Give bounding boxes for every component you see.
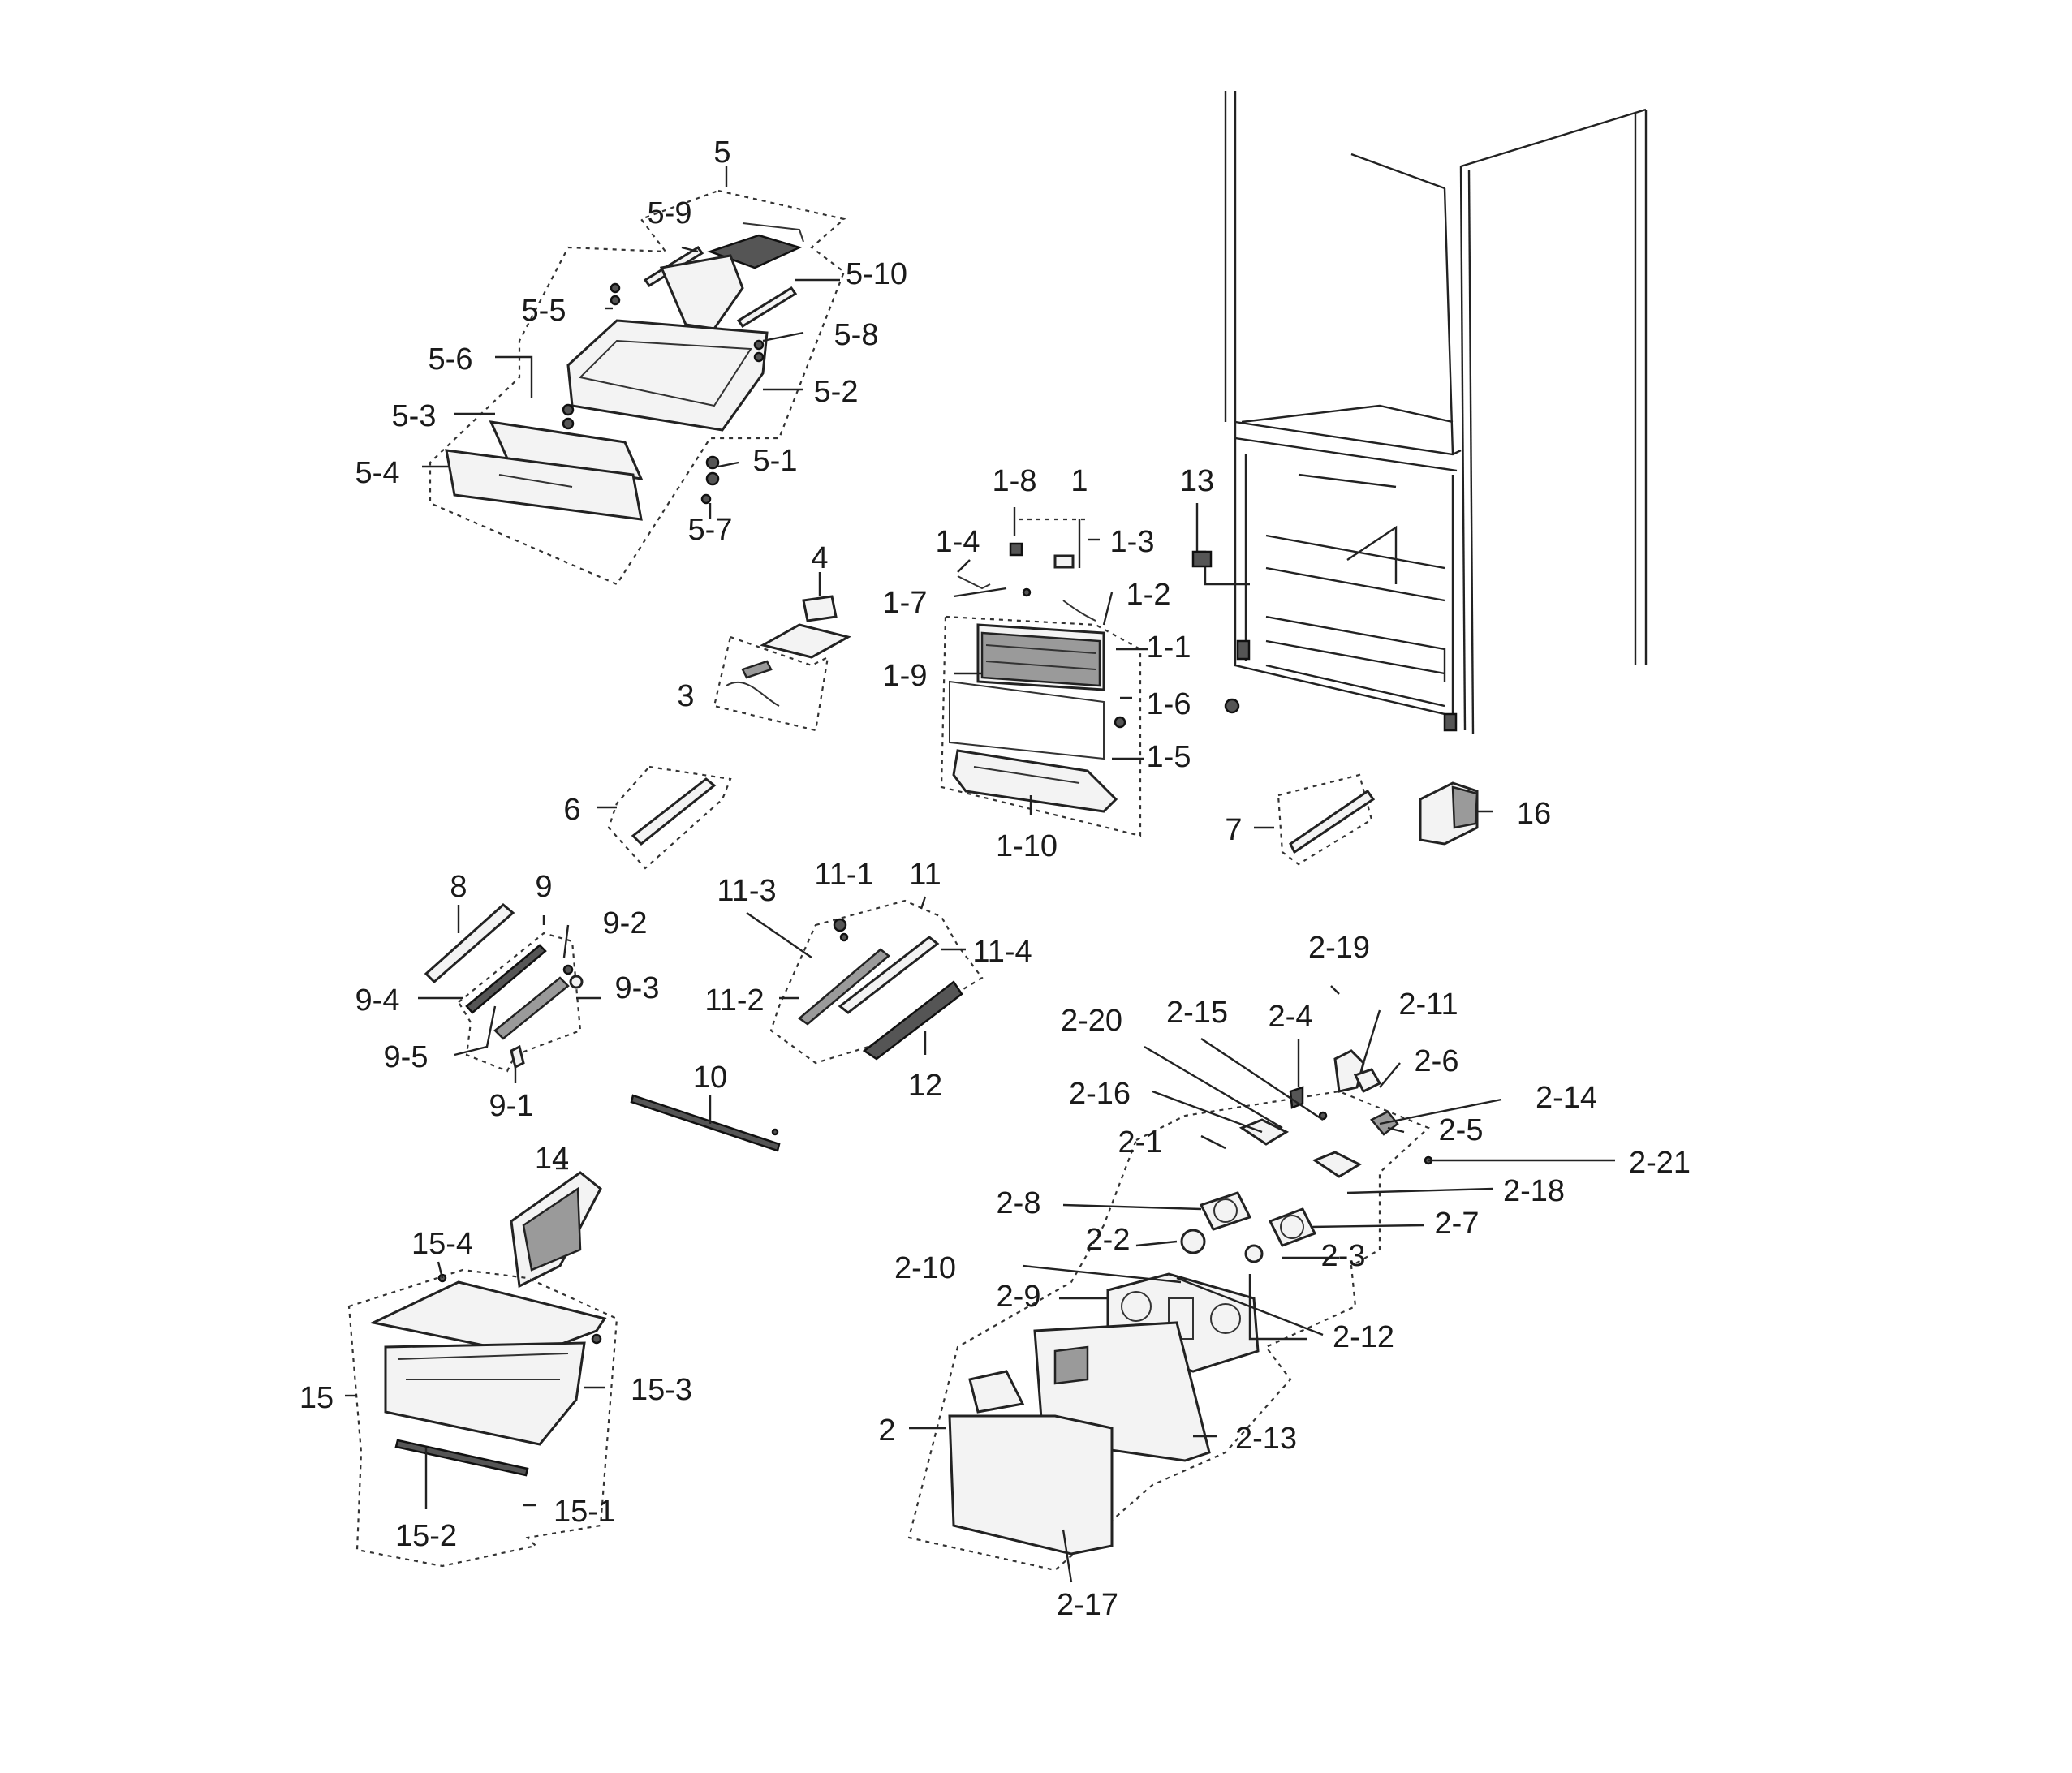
part-label-2-3: 2-3 <box>1321 1239 1366 1273</box>
part-label-5: 5 <box>713 136 730 170</box>
part-label-1-8: 1-8 <box>993 464 1037 498</box>
group-5-drawer-assembly <box>429 166 846 586</box>
part-label-13: 13 <box>1180 464 1214 498</box>
part-label-2-13: 2-13 <box>1235 1422 1297 1456</box>
part-label-1-2: 1-2 <box>1126 578 1171 612</box>
part-label-2-4: 2-4 <box>1269 1000 1313 1034</box>
part-label-2-18: 2-18 <box>1503 1174 1565 1208</box>
part-label-5-8: 5-8 <box>834 318 879 352</box>
part-label-12: 12 <box>908 1069 942 1103</box>
part-label-2-17: 2-17 <box>1057 1588 1118 1622</box>
part-label-9: 9 <box>535 870 552 904</box>
part-label-5-4: 5-4 <box>355 456 400 490</box>
part-label-4: 4 <box>811 541 828 575</box>
part-10 <box>630 1094 781 1152</box>
part-label-11-4: 11-4 <box>972 935 1032 969</box>
part-label-9-5: 9-5 <box>384 1040 429 1074</box>
part-label-2-11: 2-11 <box>1398 988 1458 1022</box>
part-label-1-1: 1-1 <box>1147 630 1191 665</box>
part-label-5-1: 5-1 <box>753 444 798 478</box>
group-1-evaporator <box>940 518 1142 837</box>
part-label-2-15: 2-15 <box>1166 996 1228 1030</box>
part-label-2-12: 2-12 <box>1333 1320 1394 1354</box>
part-label-15: 15 <box>299 1381 334 1415</box>
part-label-9-4: 9-4 <box>355 983 400 1018</box>
part-label-15-1: 15-1 <box>554 1495 615 1529</box>
group-4-3-parts <box>713 572 852 732</box>
part-label-10: 10 <box>693 1061 727 1095</box>
part-label-3: 3 <box>677 679 694 713</box>
group-11-12 <box>746 896 984 1065</box>
part-label-5-3: 5-3 <box>392 399 437 433</box>
part-label-2-6: 2-6 <box>1415 1044 1459 1078</box>
part-label-11-3: 11-3 <box>717 874 776 908</box>
part-label-9-2: 9-2 <box>603 906 648 940</box>
part-label-1-9: 1-9 <box>883 659 928 693</box>
part-label-5-9: 5-9 <box>648 196 692 230</box>
part-6 <box>597 765 732 870</box>
part-label-7: 7 <box>1225 813 1242 847</box>
part-label-15-2: 15-2 <box>395 1519 457 1553</box>
part-7-16 <box>1254 773 1493 866</box>
part-label-2-1: 2-1 <box>1118 1125 1163 1160</box>
part-label-5-2: 5-2 <box>814 375 859 409</box>
group-1-leaders <box>953 507 1148 815</box>
part-label-2-21: 2-21 <box>1629 1146 1691 1180</box>
part-label-2-5: 2-5 <box>1439 1113 1484 1147</box>
group-14-15-basket <box>345 1167 618 1568</box>
part-label-2-9: 2-9 <box>997 1280 1041 1314</box>
part-label-2-10: 2-10 <box>894 1251 956 1285</box>
part-label-5-5: 5-5 <box>522 294 566 328</box>
part-label-15-4: 15-4 <box>411 1227 473 1261</box>
part-label-1-5: 1-5 <box>1147 740 1191 774</box>
part-label-1-3: 1-3 <box>1110 525 1155 559</box>
part-label-1-7: 1-7 <box>883 586 928 620</box>
part-label-2-2: 2-2 <box>1086 1223 1131 1257</box>
part-label-2-8: 2-8 <box>997 1186 1041 1220</box>
group-5-leaders <box>422 246 840 519</box>
part-label-1-4: 1-4 <box>936 525 980 559</box>
part-label-6: 6 <box>563 793 580 827</box>
part-label-9-1: 9-1 <box>489 1089 534 1123</box>
part-label-2-16: 2-16 <box>1069 1077 1131 1111</box>
part-label-11-1: 11-1 <box>814 858 873 892</box>
part-label-2-14: 2-14 <box>1536 1081 1597 1115</box>
part-label-8: 8 <box>450 870 467 904</box>
group-8-9 <box>418 903 601 1083</box>
part-label-15-3: 15-3 <box>631 1373 692 1407</box>
refrigerator-cabinet <box>1224 91 1648 735</box>
part-label-5-6: 5-6 <box>429 342 473 377</box>
part-label-5-10: 5-10 <box>846 257 907 291</box>
part-label-9-3: 9-3 <box>615 971 660 1005</box>
part-label-5-7: 5-7 <box>688 513 733 547</box>
part-label-14: 14 <box>535 1142 569 1176</box>
group-2-assembly <box>907 1049 1433 1572</box>
part-label-1-10: 1-10 <box>996 829 1058 863</box>
part-label-16: 16 <box>1517 797 1551 831</box>
part-label-11-2: 11-2 <box>704 983 764 1018</box>
part-label-1-6: 1-6 <box>1147 687 1191 721</box>
part-label-2: 2 <box>878 1414 895 1448</box>
part-label-2-19: 2-19 <box>1308 931 1370 965</box>
part-label-2-20: 2-20 <box>1061 1004 1122 1038</box>
part-label-1: 1 <box>1070 464 1088 498</box>
group-2-leaders <box>909 985 1615 1583</box>
part-label-11: 11 <box>909 858 941 892</box>
part-label-2-7: 2-7 <box>1435 1207 1480 1241</box>
part-13 <box>1191 503 1250 714</box>
